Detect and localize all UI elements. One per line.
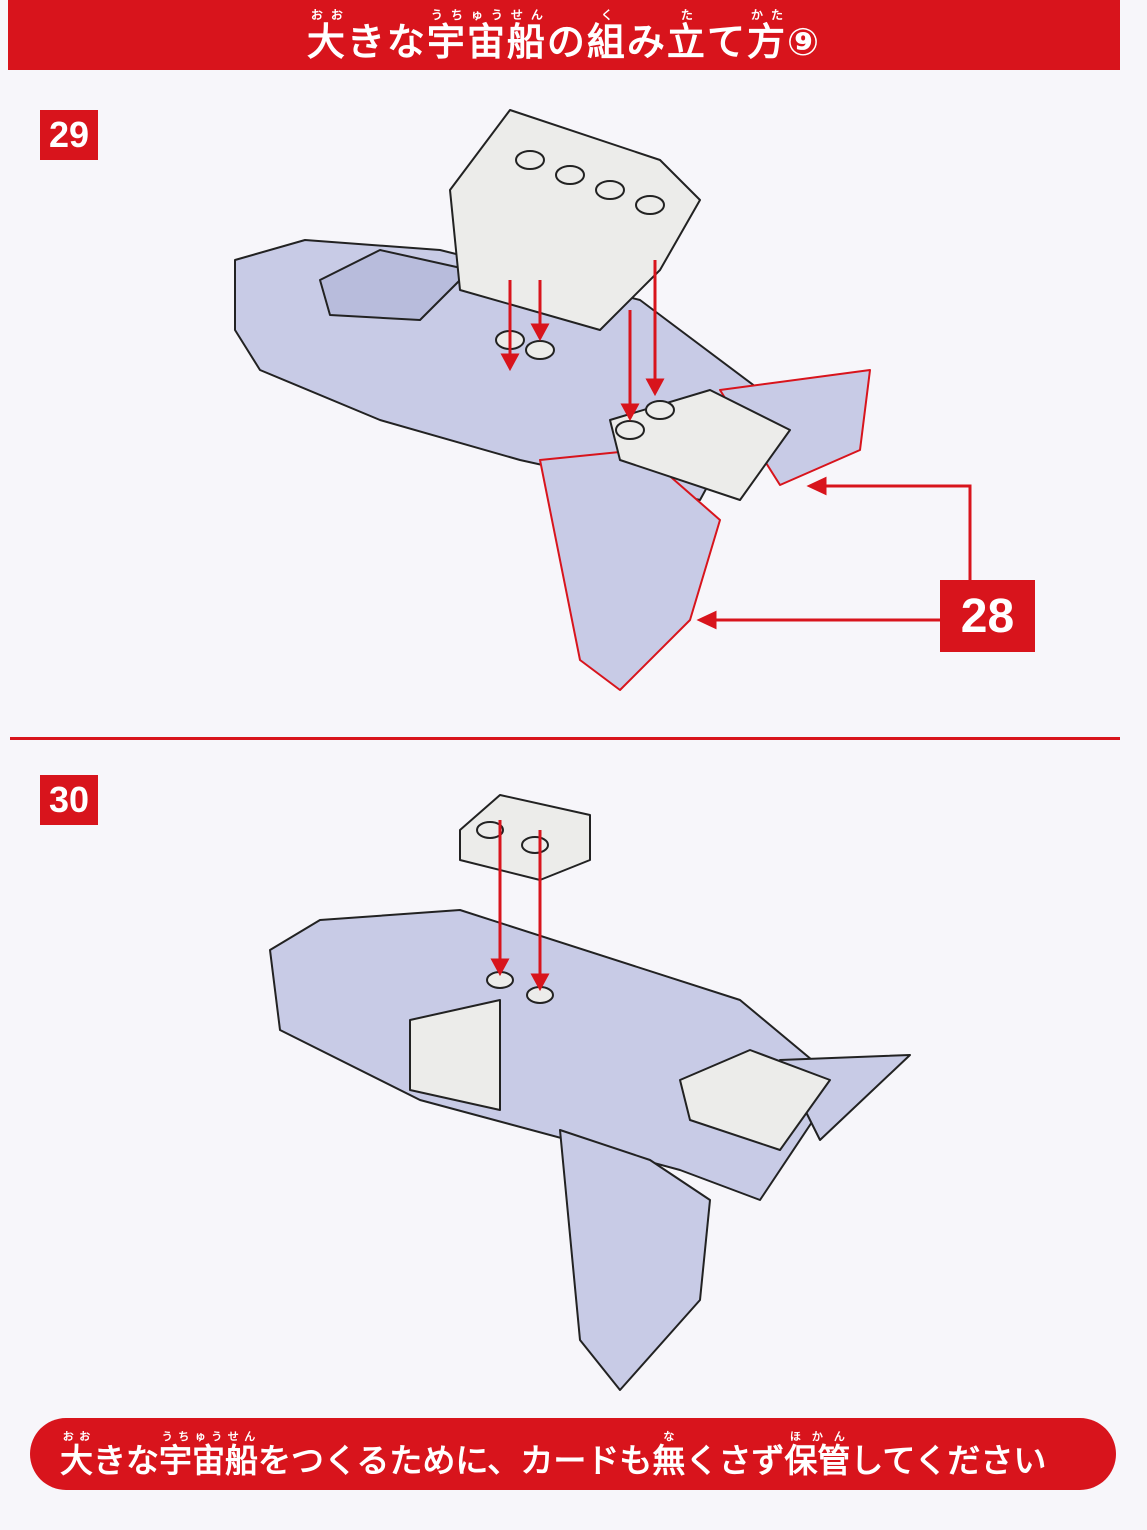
- furigana: た: [666, 8, 707, 22]
- new-brick: [459, 794, 591, 881]
- title-seg: ⑨: [786, 20, 822, 64]
- title-seg: の: [546, 20, 587, 64]
- footer-seg: 大: [60, 1441, 93, 1480]
- furigana: おお: [306, 8, 347, 22]
- footer-banner: 大おおきな宇宙船うちゅうせんをつくるために、カードも無なくさず保管ほかんしてくだ…: [30, 1418, 1116, 1490]
- step-number-30: 30: [40, 775, 98, 825]
- furigana: な: [652, 1430, 686, 1443]
- assembly-arrows: [500, 260, 665, 422]
- step-number-29: 29: [40, 110, 98, 160]
- title-seg: きな: [346, 20, 427, 64]
- title-seg: 組: [586, 20, 627, 64]
- left-wing: [559, 1129, 711, 1391]
- title-seg: み: [626, 20, 667, 64]
- furigana: おお: [60, 1430, 93, 1443]
- title-seg: 方: [746, 20, 787, 64]
- furigana: く: [586, 8, 627, 22]
- footer-seg: 宇宙船: [159, 1441, 258, 1480]
- footer-seg: 保管: [784, 1441, 851, 1480]
- title-seg: て: [706, 20, 747, 64]
- cockpit: [319, 249, 471, 321]
- furigana: うちゅうせん: [159, 1430, 258, 1443]
- furigana: かた: [746, 8, 787, 22]
- step-29-illustration: [234, 109, 871, 691]
- footer-seg: きな: [93, 1441, 159, 1480]
- new-brick: [449, 109, 701, 331]
- assembly-arrows: [490, 820, 550, 992]
- title-seg: 宇宙船: [426, 20, 547, 64]
- footer-seg: をつくるために、カードも: [258, 1441, 653, 1480]
- white-band: [409, 999, 501, 1111]
- callout-arrows: [696, 476, 972, 630]
- footer-seg: してください: [850, 1441, 1047, 1480]
- step-30-illustration: [269, 794, 911, 1391]
- page-header: 大おおきな宇宙船うちゅうせんの組くみ立たて方かた⑨: [8, 0, 1120, 70]
- white-plate: [679, 1049, 831, 1151]
- step-divider: [10, 737, 1120, 740]
- furigana: うちゅうせん: [426, 8, 547, 22]
- footer-notice: 大おおきな宇宙船うちゅうせんをつくるために、カードも無なくさず保管ほかんしてくだ…: [60, 1430, 1046, 1482]
- page-title: 大おおきな宇宙船うちゅうせんの組くみ立たて方かた⑨: [307, 8, 821, 66]
- footer-seg: くさず: [685, 1441, 785, 1480]
- footer-seg: 無: [652, 1441, 686, 1480]
- reference-step-28: 28: [940, 580, 1035, 652]
- furigana: ほかん: [784, 1430, 851, 1443]
- title-seg: 立: [666, 20, 707, 64]
- title-seg: 大: [306, 20, 347, 64]
